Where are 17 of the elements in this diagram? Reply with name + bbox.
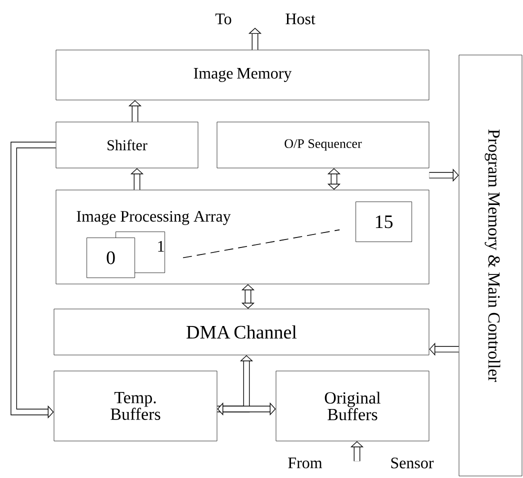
processor-box: 0 [86,238,135,278]
direction-label: From [288,458,322,468]
sequencer-box: O/P Sequencer [216,122,430,168]
processor-box: 15 [356,202,412,242]
shifter-box: Shifter [56,122,198,168]
buffer-box: Original Buffers [276,370,430,442]
direction-label: Host [286,14,316,24]
memory-box: Image Memory [56,50,430,100]
block-arrow [241,284,255,309]
controller-box: Program Memory & Main Controller [458,54,522,476]
direction-label: To [215,14,232,24]
block-arrow [327,168,341,190]
dashed-line [182,229,340,258]
dma-box: DMA Channel [54,308,430,356]
direction-label: Sensor [391,458,434,468]
block-arrow [217,402,276,416]
buffer-box: Temp. Buffers [54,370,218,442]
